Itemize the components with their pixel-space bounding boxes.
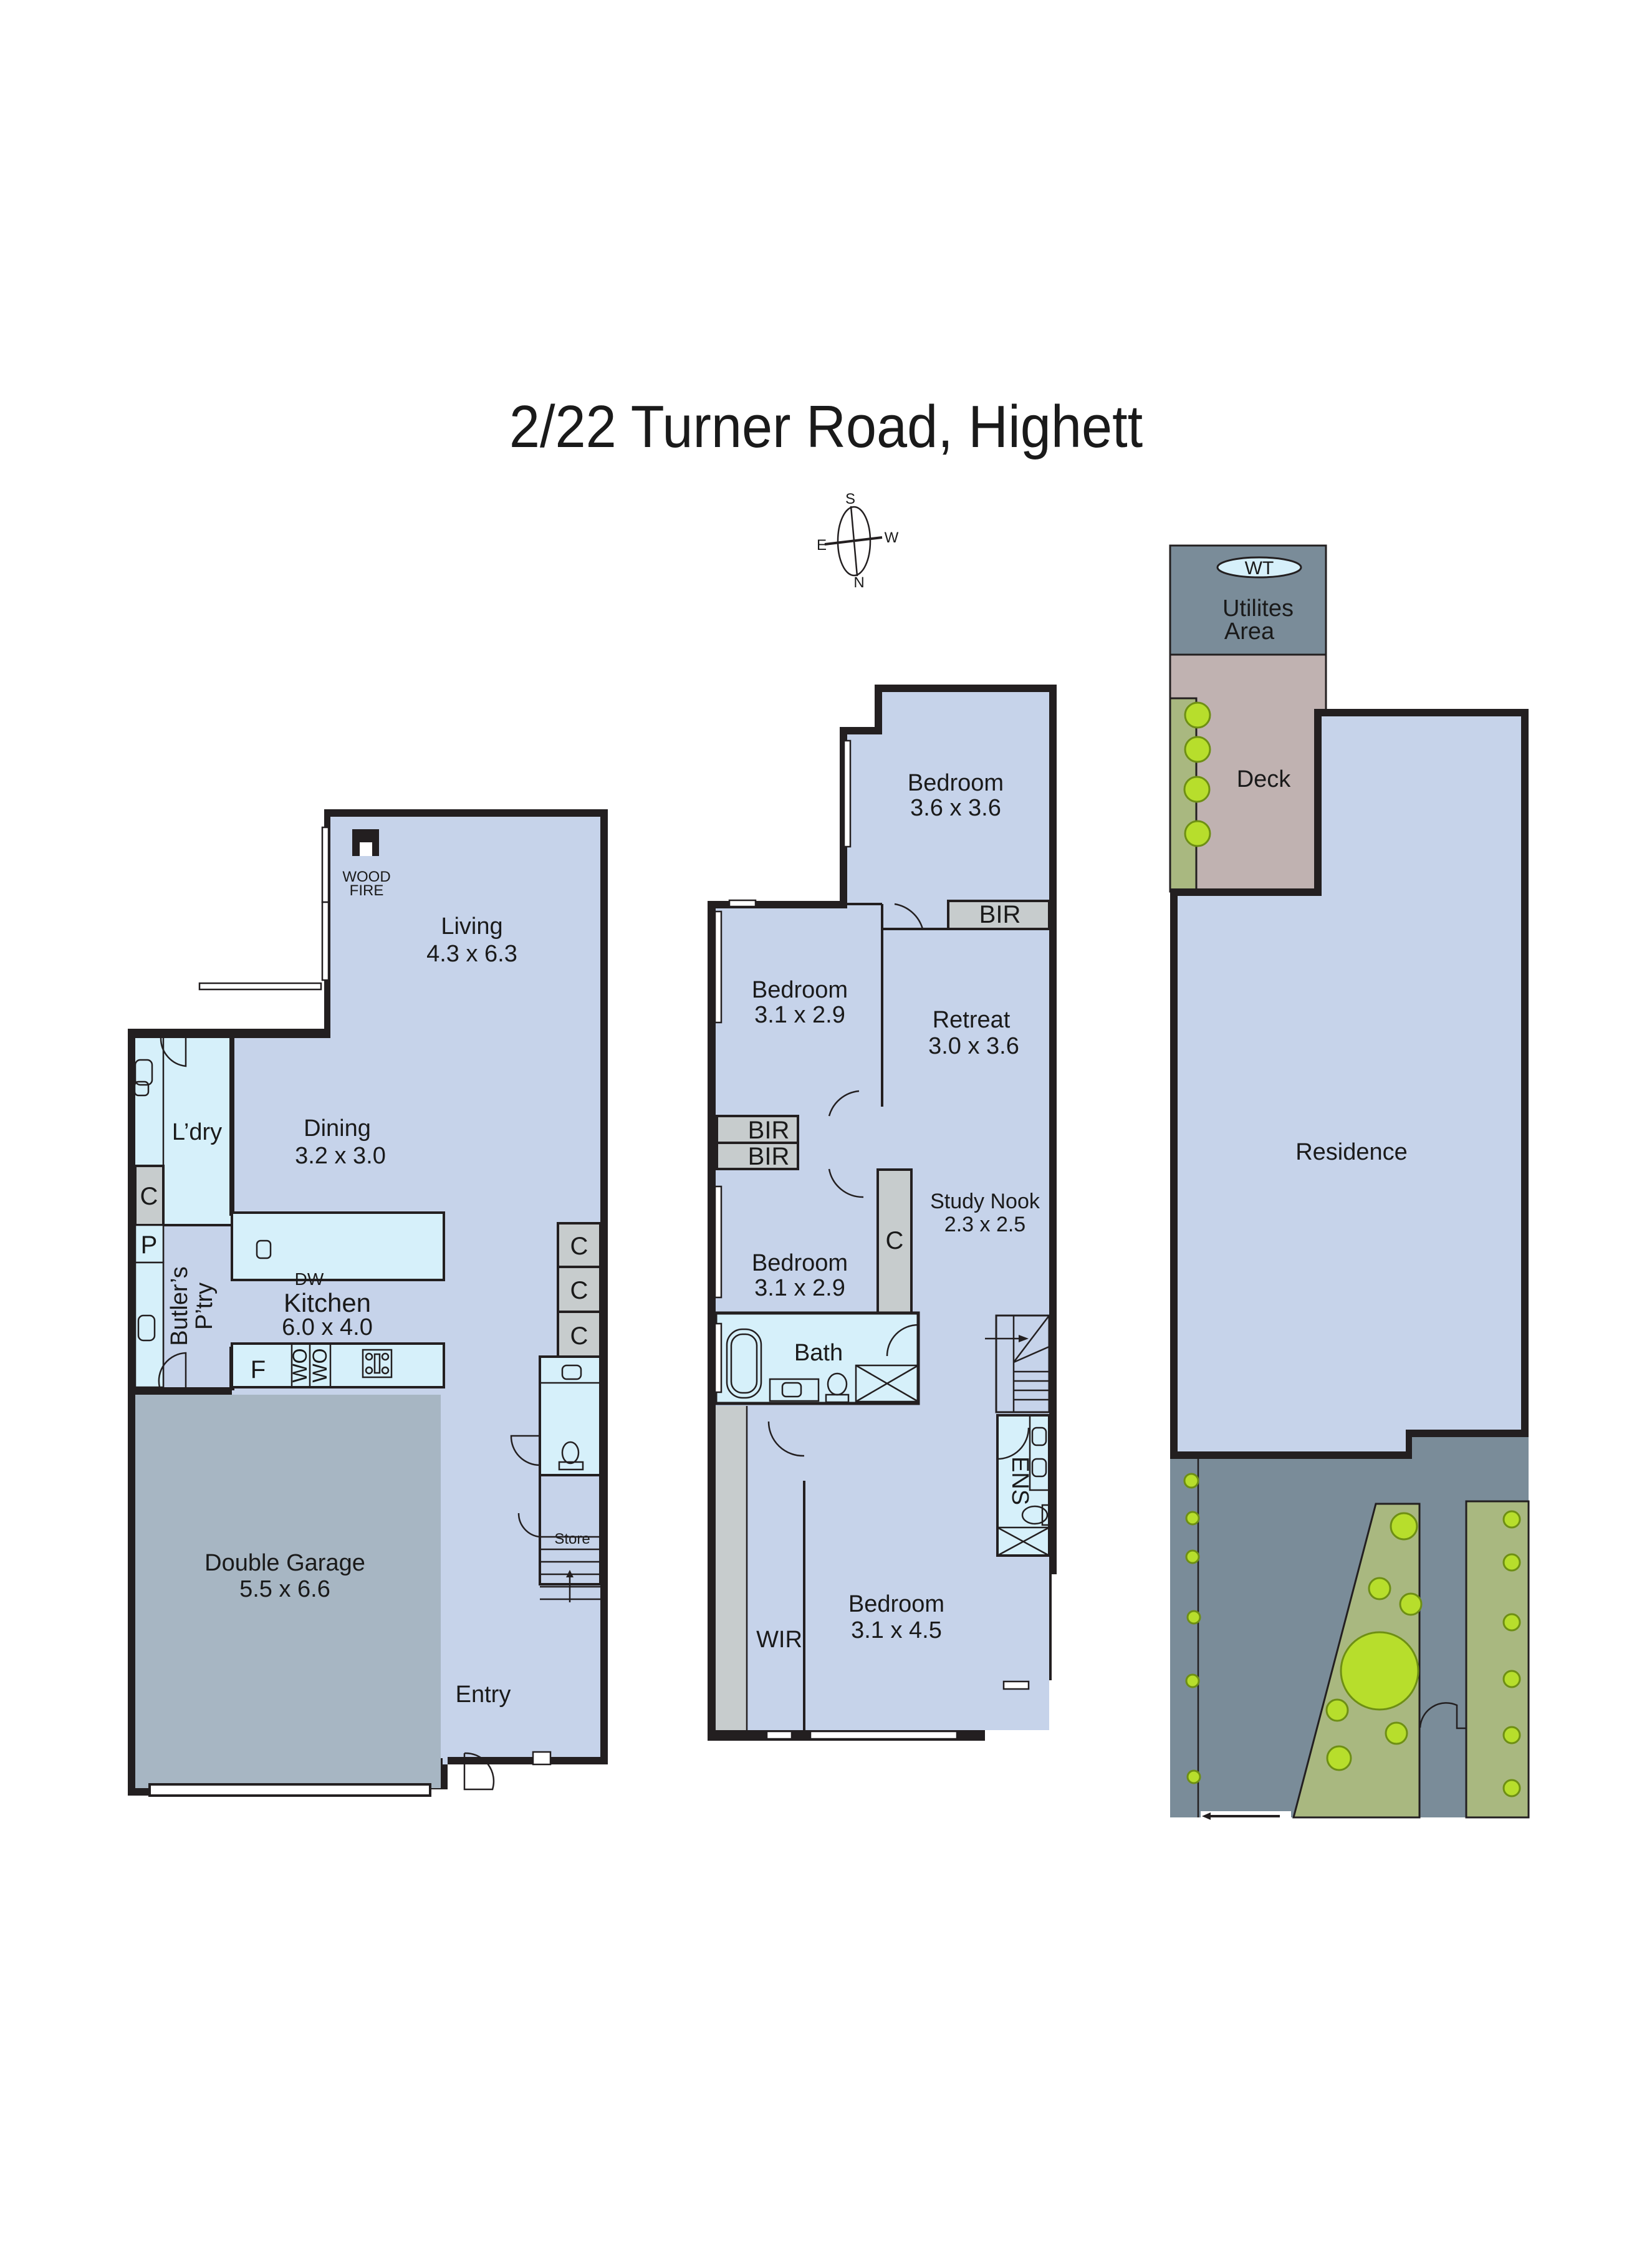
entry-window	[532, 1751, 552, 1766]
compass-west: W	[885, 529, 899, 546]
compass-east: E	[817, 537, 827, 554]
retreat-label: Retreat	[933, 1007, 1011, 1033]
compass-south: S	[845, 491, 855, 508]
study-nook-label: Study Nook	[930, 1190, 1040, 1213]
page-title: 2/22 Turner Road, Highett	[509, 393, 1143, 460]
living-size: 4.3 x 6.3	[426, 941, 517, 967]
compass-icon: S E W N	[817, 491, 899, 591]
study-nook-size: 2.3 x 2.5	[944, 1213, 1025, 1236]
upper-window-4	[714, 1185, 723, 1299]
staircase-ground	[540, 1536, 600, 1602]
bedroom-4-label: Bedroom	[848, 1591, 944, 1617]
laundry-label: L’dry	[172, 1119, 222, 1145]
tree-icon	[1340, 1631, 1419, 1711]
wall-oven-label-2: WO	[309, 1348, 331, 1382]
upper-window-7	[809, 1730, 958, 1740]
ensuite-label: ENS	[1007, 1456, 1033, 1505]
dining-size: 3.2 x 3.0	[295, 1143, 386, 1169]
cooktop-icon	[362, 1349, 393, 1378]
garage-door	[148, 1783, 431, 1797]
pantry-label: P	[141, 1231, 158, 1259]
garage-label: Double Garage	[204, 1550, 365, 1576]
bedroom-2-label: Bedroom	[752, 977, 848, 1003]
bedroom-1-size: 3.6 x 3.6	[910, 795, 1001, 821]
upper-window-1	[843, 739, 852, 848]
entry-label: Entry	[456, 1682, 511, 1708]
staircase-upper	[985, 1314, 1050, 1413]
residence-label: Residence	[1295, 1139, 1408, 1165]
utilities-label-1: Utilites	[1222, 595, 1294, 622]
compass-north: N	[853, 574, 864, 591]
living-window	[321, 826, 330, 903]
wood-fire-label-1: WOOD	[342, 868, 390, 885]
laundry-cupboard-label: C	[140, 1183, 158, 1210]
ground-floor-plan: C P L’dry Butler’s P’try F WO WO	[128, 809, 608, 1797]
wir-label: WIR	[756, 1627, 802, 1653]
dishwasher-label: DW	[295, 1269, 324, 1289]
site-plan: WT Utilites Area Deck Residence	[1169, 544, 1530, 1820]
bedroom-2-size: 3.1 x 2.9	[754, 1002, 845, 1028]
dining-label: Dining	[304, 1115, 371, 1142]
retreat-size: 3.0 x 3.6	[928, 1033, 1019, 1059]
wood-fire-icon	[352, 829, 379, 856]
bir-label-2: BIR	[748, 1117, 790, 1144]
upper-window-5	[714, 1322, 723, 1393]
wall-oven-label-1: WO	[289, 1348, 311, 1382]
bedroom-4-size: 3.1 x 4.5	[851, 1617, 942, 1643]
bedroom-3-label: Bedroom	[752, 1250, 848, 1276]
bedroom-3-size: 3.1 x 2.9	[754, 1275, 845, 1301]
store-label: Store	[554, 1531, 590, 1547]
upper-cupboard-label: C	[886, 1227, 904, 1254]
living-label: Living	[441, 913, 502, 940]
upper-window-2	[728, 899, 757, 908]
fridge-label: F	[251, 1356, 266, 1383]
bedroom-1-label: Bedroom	[908, 770, 1004, 796]
utilities-label-2: Area	[1224, 618, 1275, 645]
deck-label: Deck	[1237, 766, 1292, 792]
garage-size: 5.5 x 6.6	[239, 1576, 330, 1602]
kitchen-label: Kitchen	[284, 1288, 371, 1317]
upper-window-6	[766, 1730, 793, 1740]
water-tank-label: WT	[1245, 558, 1274, 579]
dining-window	[198, 982, 322, 991]
bath-label: Bath	[794, 1340, 843, 1366]
butlers-pantry-label-2: P’try	[191, 1282, 218, 1330]
living-sliding-door	[321, 901, 330, 981]
upper-floor-plan: BIR BIR BIR C	[708, 685, 1057, 1741]
bir-label-1: BIR	[979, 901, 1021, 928]
kitchen-size: 6.0 x 4.0	[282, 1314, 373, 1340]
upper-window-3	[714, 910, 723, 1024]
cupboard-label-3: C	[570, 1322, 588, 1350]
cupboard-label-1: C	[570, 1233, 588, 1260]
butlers-pantry-label-1: Butler’s	[166, 1266, 193, 1345]
cupboard-label-2: C	[570, 1277, 588, 1304]
water-tank-icon	[1216, 556, 1302, 579]
bir-label-3: BIR	[748, 1143, 790, 1170]
upper-window-8	[1002, 1680, 1030, 1690]
wood-fire-label-2: FIRE	[350, 882, 384, 899]
